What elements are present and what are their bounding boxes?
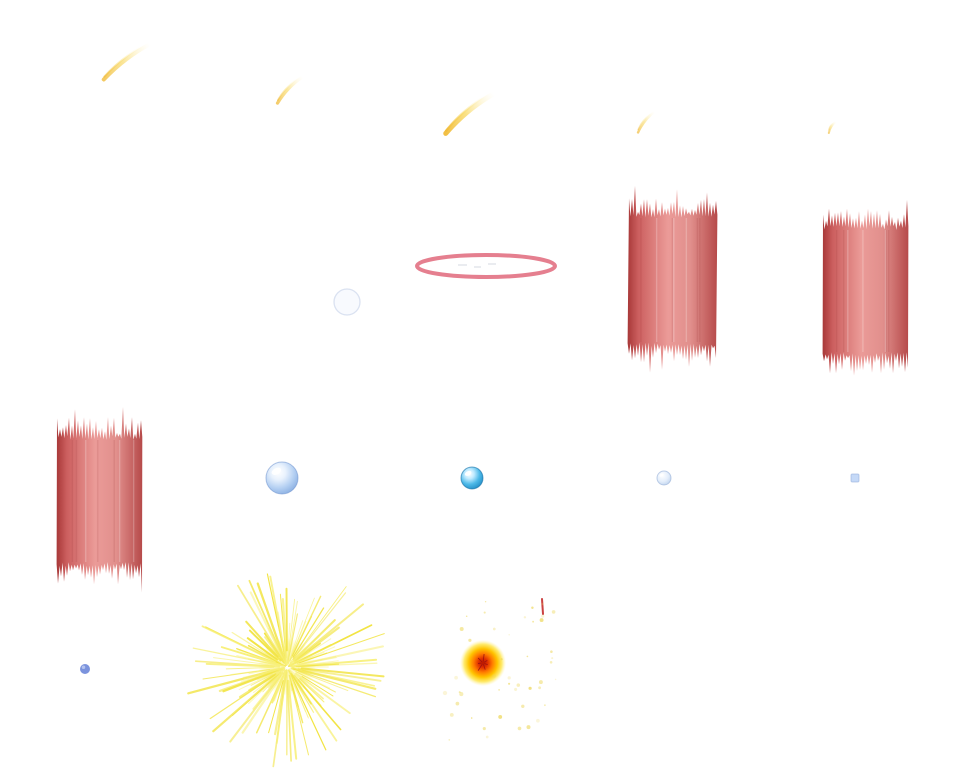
cylinder-sprite-1 [627,185,718,373]
cylinder-sprite-2 [822,199,909,376]
bubble-medium-cyan [460,466,484,490]
bubble-small-pale [656,470,672,486]
faint-bubble-outline [333,288,361,316]
cylinder-sprite-3 [56,407,143,593]
comet-streak-2 [275,75,305,105]
comet-streak-5 [827,120,837,135]
comet-streak-4 [636,110,656,134]
bubble-large-soft [265,461,299,495]
comet-streak-3 [443,91,497,136]
halo-ring [415,253,557,279]
speckle-field [442,601,557,741]
starburst-explosion [187,573,385,768]
comet-streak-1 [101,42,152,82]
glow-orb-sprite [459,639,507,687]
blue-dot-sprite [80,664,90,674]
square-dot-sprite [850,473,860,483]
red-streak-sprite [541,598,544,615]
